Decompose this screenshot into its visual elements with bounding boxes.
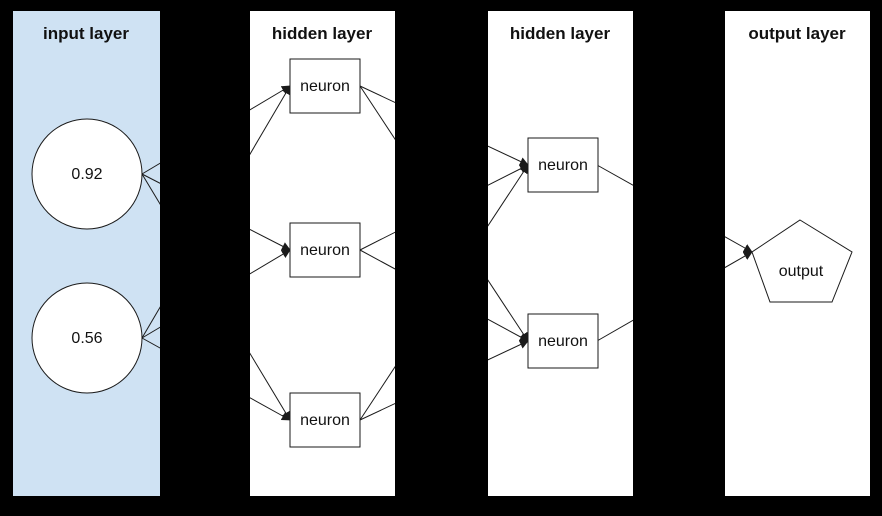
- hidden1-neuron-box-1: [289, 58, 361, 114]
- hidden2-neuron-label-1: neuron: [538, 157, 588, 174]
- hidden1-neuron-label-1: neuron: [300, 78, 350, 95]
- title-input-layer: input layer: [43, 24, 129, 43]
- input-node-value-2: 0.56: [71, 330, 102, 347]
- output-node-label: output: [779, 263, 824, 280]
- hidden1-neuron-label-3: neuron: [300, 412, 350, 429]
- hidden1-neuron-label-2: neuron: [300, 242, 350, 259]
- title-hidden-layer-2: hidden layer: [510, 24, 611, 43]
- input-node-circle-2: [31, 282, 143, 394]
- input-node-value-1: 0.92: [71, 166, 102, 183]
- panel-hidden-layer-2: [488, 11, 633, 496]
- input-node-circle-1: [31, 118, 143, 230]
- title-hidden-layer-1: hidden layer: [272, 24, 373, 43]
- hidden1-neuron-box-3: [289, 392, 361, 448]
- hidden2-neuron-box-1: [527, 137, 599, 193]
- panel-input-layer: [13, 11, 160, 496]
- title-output-layer: output layer: [748, 24, 846, 43]
- output-node-pentagon: [751, 219, 853, 303]
- hidden2-neuron-label-2: neuron: [538, 333, 588, 350]
- hidden2-neuron-box-2: [527, 313, 599, 369]
- hidden1-neuron-box-2: [289, 222, 361, 278]
